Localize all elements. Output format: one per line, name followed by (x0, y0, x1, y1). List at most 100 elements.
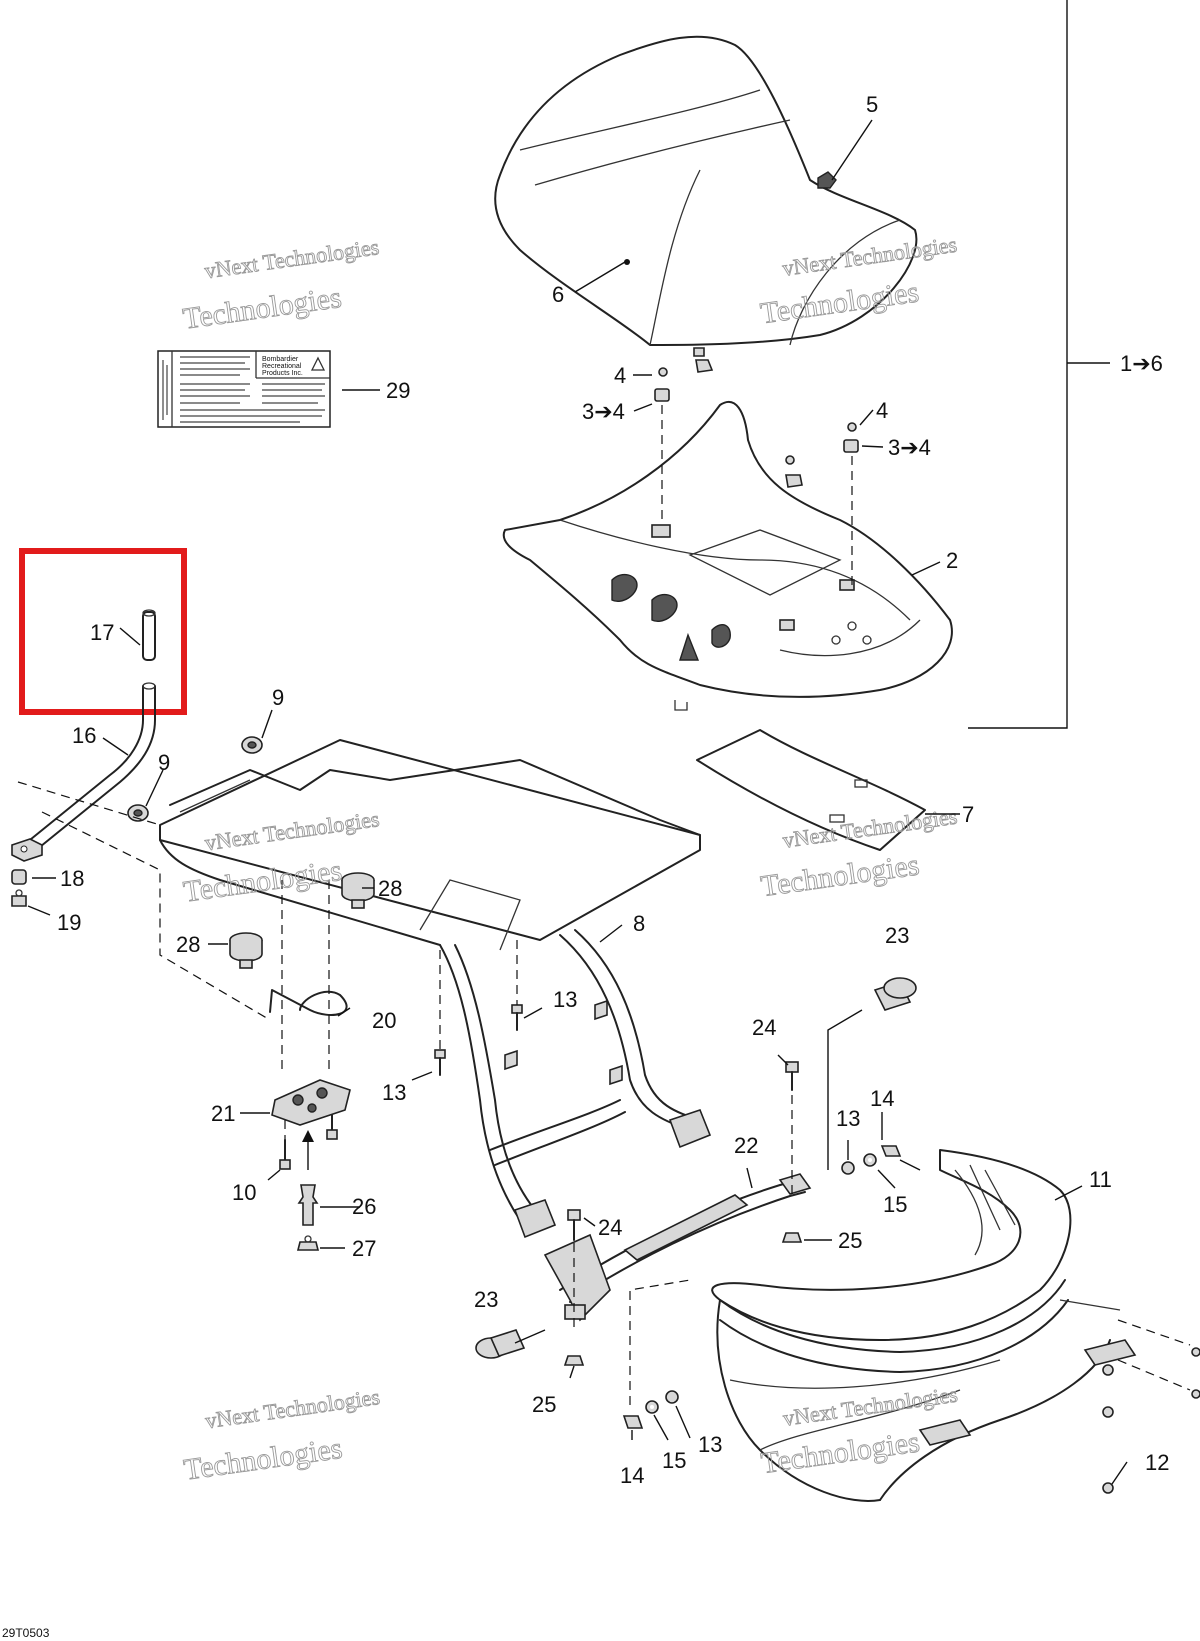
rubber-bumper-28a[interactable] (341, 872, 375, 909)
callout-22: 22 (734, 1133, 758, 1158)
callout-23-low: 23 (474, 1287, 498, 1312)
callout-2: 2 (946, 548, 958, 573)
watermark: vNext Technologies Technologies (758, 803, 959, 904)
seat-frame[interactable] (159, 739, 712, 1239)
callout-29: 29 (386, 378, 410, 403)
highlight-box (19, 548, 187, 715)
svg-text:vNext Technologies: vNext Technologies (203, 234, 381, 283)
callout-7: 7 (962, 802, 974, 827)
callout-15-low: 15 (662, 1448, 686, 1473)
svg-text:vNext Technologies: vNext Technologies (781, 804, 959, 853)
callout-9-left: 9 (158, 750, 170, 775)
callout-3-4-left: 3➔4 (582, 399, 625, 424)
guide-dash-11 (1117, 1319, 1191, 1346)
bolt-13a[interactable] (511, 1004, 523, 1031)
support-tube[interactable] (543, 1173, 812, 1322)
callout-4-right: 4 (876, 398, 888, 423)
warning-label-sticker[interactable]: Bombardier Recreational Products Inc. (157, 350, 331, 428)
callout-25-low: 25 (532, 1392, 556, 1417)
sticker-brand-line-1: Bombardier (262, 356, 299, 363)
seat-fastener-nuts[interactable] (654, 347, 859, 488)
callout-4-left: 4 (614, 363, 626, 388)
callout-14-top: 14 (870, 1086, 894, 1111)
svg-text:Technologies: Technologies (181, 281, 344, 336)
nut-27[interactable] (296, 1235, 320, 1251)
svg-text:vNext Technologies: vNext Technologies (781, 1382, 959, 1431)
svg-text:Technologies: Technologies (759, 848, 922, 903)
diagram-code: 29T0503 (2, 1626, 50, 1640)
grommet-9a[interactable] (241, 736, 263, 754)
callout-17: 17 (90, 620, 114, 645)
callout-9-top: 9 (272, 685, 284, 710)
callout-28-left: 28 (176, 932, 200, 957)
sticker-brand-line-3: Products Inc. (262, 370, 303, 377)
arrow-23b (514, 1329, 546, 1344)
rear-rack-tail[interactable] (711, 1149, 1137, 1502)
bolt-13b[interactable] (434, 1049, 446, 1076)
spring-clip[interactable] (269, 989, 348, 1016)
watermark: vNext Technologies Technologies (181, 1384, 382, 1488)
guide-dash-10 (629, 1279, 691, 1405)
callout-27: 27 (352, 1236, 376, 1261)
callout-13-left: 13 (382, 1080, 406, 1105)
latch-post[interactable] (297, 1184, 319, 1226)
callout-13-right: 13 (836, 1106, 860, 1131)
svg-text:vNext Technologies: vNext Technologies (203, 806, 381, 855)
svg-text:Technologies: Technologies (182, 1432, 345, 1487)
callout-20: 20 (372, 1008, 396, 1033)
nut-25a[interactable] (781, 1232, 803, 1243)
bolt-13d[interactable] (665, 1390, 679, 1404)
arrow-14a (899, 1159, 921, 1171)
bumper-tube[interactable] (11, 682, 156, 862)
clip-nut-14b[interactable] (622, 1415, 644, 1429)
callout-16: 16 (72, 723, 96, 748)
washer-15a[interactable] (863, 1153, 877, 1167)
callout-6: 6 (552, 282, 564, 307)
screw-24b[interactable] (567, 1209, 581, 1241)
callout-1-to-6: 1➔6 (1120, 351, 1163, 376)
callout-15-top: 15 (883, 1192, 907, 1217)
nut-25b[interactable] (563, 1355, 585, 1366)
guide-dash-1 (17, 781, 161, 826)
svg-text:Technologies: Technologies (758, 275, 921, 330)
screw-24a[interactable] (785, 1061, 799, 1091)
spacer-tube[interactable] (142, 609, 156, 661)
clip-nut-14a[interactable] (880, 1145, 902, 1157)
washer-18[interactable] (11, 869, 27, 885)
nuts-12[interactable] (1102, 1347, 1200, 1494)
arrow-23a (827, 1009, 863, 1170)
arrowhead-21 (302, 1130, 314, 1142)
bushing-23b[interactable] (475, 1329, 526, 1359)
seat-cover[interactable] (494, 35, 918, 346)
bolt-21-side[interactable] (326, 1114, 338, 1140)
washer-15b[interactable] (645, 1400, 659, 1414)
callout-5: 5 (866, 92, 878, 117)
callout-24-low: 24 (598, 1215, 622, 1240)
callout-25-right: 25 (838, 1228, 862, 1253)
callout-23-top: 23 (885, 923, 909, 948)
callout-8: 8 (633, 911, 645, 936)
bolt-13c[interactable] (841, 1161, 855, 1175)
rubber-bumper-28b[interactable] (229, 932, 263, 969)
seat-latch-mount[interactable] (271, 1079, 351, 1126)
heat-shield-pad[interactable] (696, 729, 926, 851)
nut-19[interactable] (11, 889, 27, 907)
callout-19: 19 (57, 910, 81, 935)
grommet-9b[interactable] (127, 804, 149, 822)
callout-10: 10 (232, 1180, 256, 1205)
callout-18: 18 (60, 866, 84, 891)
callout-13-low: 13 (698, 1432, 722, 1457)
sticker-brand-line-2: Recreational (262, 363, 302, 370)
svg-text:Technologies: Technologies (759, 1425, 922, 1480)
callout-26: 26 (352, 1194, 376, 1219)
svg-text:vNext Technologies: vNext Technologies (204, 1384, 382, 1433)
callout-14-low: 14 (620, 1463, 644, 1488)
svg-text:vNext Technologies: vNext Technologies (781, 232, 959, 281)
callout-13-mid: 13 (553, 987, 577, 1012)
bushing-23a[interactable] (873, 977, 917, 1011)
guide-dash-12 (1117, 1359, 1191, 1391)
seat-base[interactable] (502, 400, 953, 711)
callout-labels: 5 6 1➔6 29 4 3➔4 4 3➔4 2 17 16 9 9 7 18 … (57, 92, 1169, 1488)
bolt-10[interactable] (279, 1139, 291, 1170)
